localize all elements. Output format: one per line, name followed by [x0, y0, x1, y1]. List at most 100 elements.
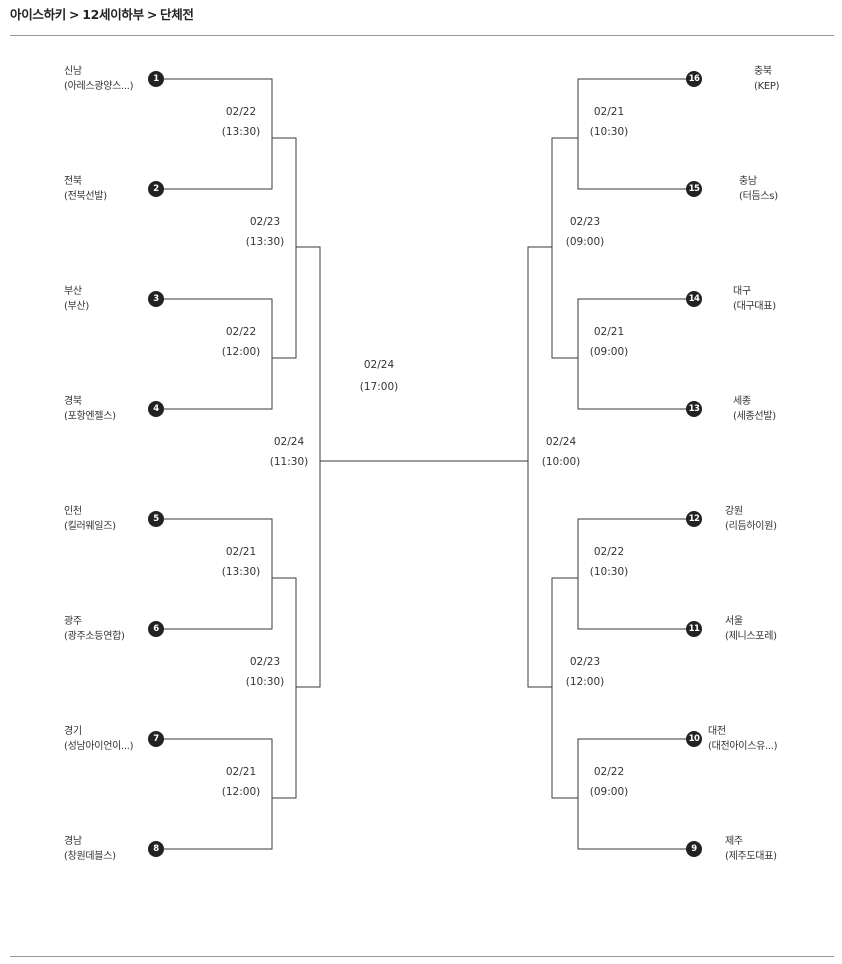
match-schedule: 02/24 (11:30): [259, 432, 319, 472]
match-schedule: 02/21 (09:00): [579, 322, 639, 362]
match-time: (10:30): [589, 126, 629, 138]
seed-badge-15: 15: [686, 181, 702, 197]
match-time: (12:00): [565, 676, 605, 688]
seed-badge-14: 14: [686, 291, 702, 307]
team-club: (제주도대표): [725, 851, 777, 862]
seed-badge-10: 10: [686, 731, 702, 747]
team-seed-5[interactable]: 인천(킬러웨일즈): [64, 504, 116, 534]
match-time: (09:00): [589, 786, 629, 798]
team-seed-11[interactable]: 서울 (제니스포레): [725, 614, 777, 644]
match-schedule: 02/23(09:00): [555, 212, 615, 252]
breadcrumb-division[interactable]: 12세이하부: [82, 7, 144, 22]
seed-badge-16: 16: [686, 71, 702, 87]
breadcrumb-separator: >: [69, 7, 80, 22]
seed-badge-5: 5: [148, 511, 164, 527]
match-date: 02/23: [569, 656, 601, 668]
bracket-connector: [551, 137, 578, 359]
team-seed-1[interactable]: 신남(아레스광양스...): [64, 64, 134, 94]
team-seed-10[interactable]: 대전 (대전아이스유...): [708, 724, 778, 754]
team-club: (터듬스s): [739, 191, 778, 202]
team-region: 대전: [708, 726, 726, 737]
match-date: 02/24: [363, 359, 395, 371]
team-region: 충남: [739, 176, 757, 187]
bracket-connector: [577, 78, 694, 190]
match-schedule: 02/21 (10:30): [579, 102, 639, 142]
top-divider: [10, 35, 834, 36]
bracket-connector: [156, 298, 273, 410]
team-seed-9[interactable]: 제주 (제주도대표): [725, 834, 777, 864]
bracket-connector: [156, 78, 273, 190]
bracket-connector: [551, 577, 578, 799]
team-seed-3[interactable]: 부산 (부산): [64, 284, 89, 314]
team-seed-16[interactable]: 충북(KEP): [754, 64, 780, 94]
team-club: (포항엔젤스): [64, 411, 116, 422]
match-schedule: 02/22(13:30): [211, 102, 271, 142]
team-region: 대구: [733, 286, 751, 297]
seed-badge-4: 4: [148, 401, 164, 417]
match-date: 02/21: [225, 766, 257, 778]
team-seed-4[interactable]: 경북 (포항엔젤스): [64, 394, 116, 424]
match-date: 02/24: [273, 436, 305, 448]
match-date: 02/21: [593, 106, 625, 118]
team-club: (제니스포레): [725, 631, 777, 642]
match-date: 02/21: [225, 546, 257, 558]
bracket-connector: [527, 246, 552, 688]
bracket-connector: [272, 577, 297, 799]
match-schedule: 02/22 (09:00): [579, 762, 639, 802]
team-region: 서울: [725, 616, 743, 627]
team-club: (대전아이스유...): [708, 741, 778, 752]
match-date: 02/21: [593, 326, 625, 338]
bracket-connector: [577, 298, 694, 410]
team-club: (부산): [64, 301, 90, 312]
match-time: (12:00): [221, 346, 261, 358]
seed-badge-7: 7: [148, 731, 164, 747]
seed-badge-12: 12: [686, 511, 702, 527]
team-club: (성남아이언이...): [64, 741, 134, 752]
match-date: 02/23: [249, 656, 281, 668]
team-seed-15[interactable]: 충남 (터듬스s): [739, 174, 778, 204]
match-schedule: 02/21(13:30): [211, 542, 271, 582]
team-seed-6[interactable]: 광주(광주소등연합): [64, 614, 125, 644]
team-seed-12[interactable]: 강원(리듬하이원): [725, 504, 777, 534]
team-club: (대구대표): [733, 301, 776, 312]
team-region: 부산: [64, 286, 82, 297]
seed-badge-8: 8: [148, 841, 164, 857]
match-time: (10:30): [245, 676, 285, 688]
breadcrumb-event[interactable]: 단체전: [160, 7, 194, 22]
match-time: (11:30): [269, 456, 309, 468]
team-club: (아레스광양스...): [64, 81, 134, 92]
match-date: 02/22: [225, 326, 257, 338]
match-time: (09:00): [589, 346, 629, 358]
team-region: 세종: [733, 396, 751, 407]
team-seed-8[interactable]: 경남(창원데블스): [64, 834, 116, 864]
breadcrumb: 아이스하키>12세이하부>단체전: [10, 4, 194, 24]
match-schedule: 02/22(10:30): [579, 542, 639, 582]
team-region: 경남: [64, 836, 82, 847]
seed-badge-1: 1: [148, 71, 164, 87]
seed-badge-2: 2: [148, 181, 164, 197]
bracket-connector: [156, 518, 273, 630]
match-time: (17:00): [359, 381, 399, 393]
team-region: 광주: [64, 616, 82, 627]
match-time: (10:00): [541, 456, 581, 468]
team-seed-7[interactable]: 경기(성남아이언이...): [64, 724, 134, 754]
seed-badge-6: 6: [148, 621, 164, 637]
team-region: 경북: [64, 396, 82, 407]
breadcrumb-sport[interactable]: 아이스하키: [10, 7, 67, 22]
match-time: (13:30): [245, 236, 285, 248]
match-time: (09:00): [565, 236, 605, 248]
team-seed-2[interactable]: 전북(전북선발): [64, 174, 107, 204]
team-club: (세종선발): [733, 411, 776, 422]
match-date: 02/22: [593, 766, 625, 778]
team-region: 충북: [754, 66, 772, 77]
match-date: 02/22: [593, 546, 625, 558]
team-region: 강원: [725, 506, 743, 517]
match-schedule: 02/21(12:00): [211, 762, 271, 802]
breadcrumb-separator: >: [146, 7, 157, 22]
team-region: 제주: [725, 836, 743, 847]
team-seed-13[interactable]: 세종 (세종선발): [733, 394, 776, 424]
bottom-divider: [10, 956, 834, 957]
team-seed-14[interactable]: 대구 (대구대표): [733, 284, 776, 314]
team-club: (킬러웨일즈): [64, 521, 116, 532]
